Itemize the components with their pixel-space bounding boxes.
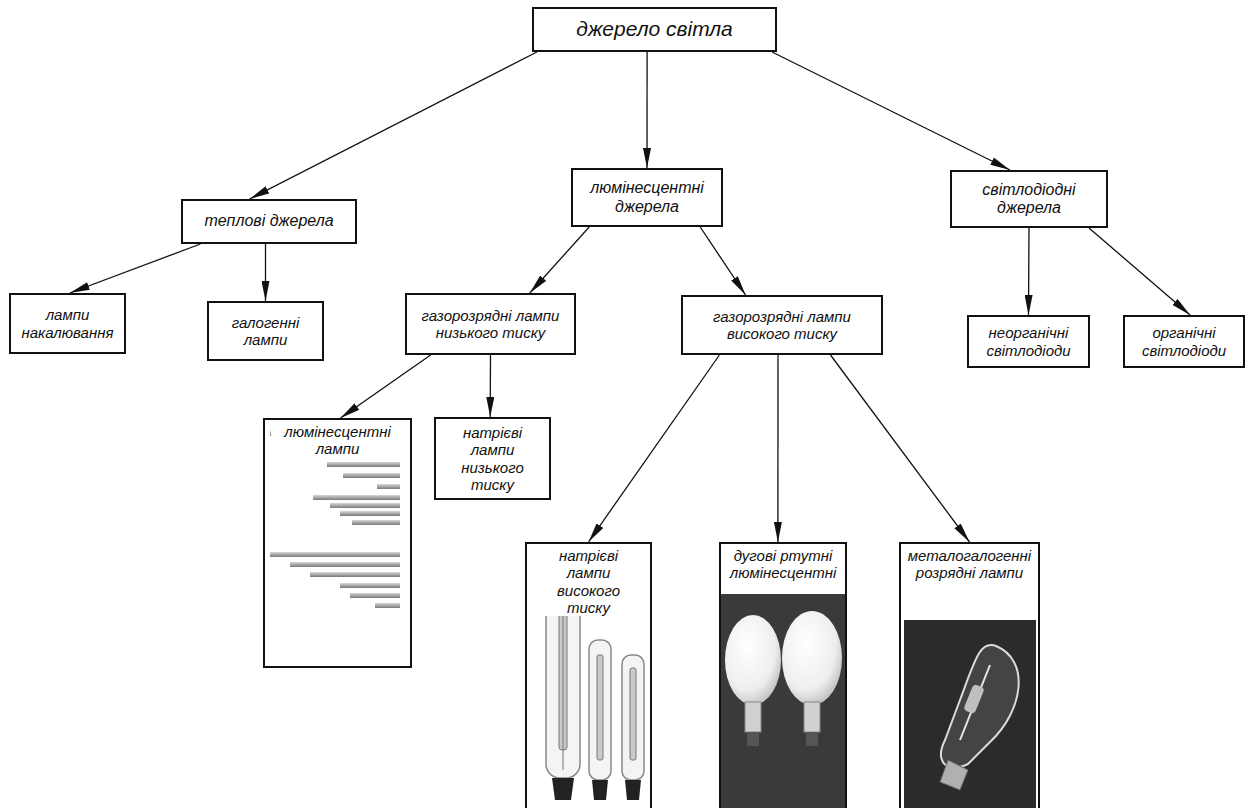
node-label: натрієві лампи високого тиску <box>533 547 644 616</box>
lamp-shape <box>313 495 400 500</box>
lamp-shape <box>597 655 603 760</box>
picture-box: металогалогенні розрядні лампи <box>899 542 1040 808</box>
lamp-shape <box>963 684 985 714</box>
lamp-shape <box>270 552 400 557</box>
category-box: лампи накалювання <box>9 293 126 354</box>
lamp-shape <box>630 668 636 760</box>
node-label: галогенні лампи <box>215 314 316 349</box>
arrow-connector <box>490 355 492 417</box>
arrow-connector <box>646 52 647 168</box>
lamp-shape <box>806 732 818 746</box>
lamp-shape <box>960 665 990 740</box>
lamp-shape <box>377 484 400 489</box>
category-box: теплові джерела <box>181 199 357 244</box>
node-label: неорганічні світлодіоди <box>975 324 1082 359</box>
node-label: лампи накалювання <box>17 306 118 341</box>
picture-box: натрієві лампи високого тиску <box>525 542 652 808</box>
lamp-shape <box>622 655 644 780</box>
lamp-shape <box>552 778 574 800</box>
node-label: газорозрядні лампи високого тиску <box>689 308 875 343</box>
picture-box: люмінесцентні лампи <box>263 418 412 668</box>
lamp-shape <box>327 462 400 467</box>
lamp-shape <box>340 511 400 516</box>
category-box: натрієві лампи низького тиску <box>434 417 551 500</box>
node-label: теплові джерела <box>204 212 333 230</box>
arrow-connector <box>777 355 778 542</box>
lamp-shape <box>804 702 820 732</box>
metal-halide-lamp-photo <box>904 620 1036 808</box>
node-label: джерело світла <box>576 17 732 41</box>
arrow-connector <box>70 244 201 293</box>
lamp-shape <box>592 780 608 800</box>
node-label: органічні світлодіоди <box>1131 324 1237 359</box>
category-box: газорозрядні лампи високого тиску <box>681 295 883 355</box>
lamp-shape <box>904 620 1036 808</box>
arrow-connector <box>341 355 431 418</box>
category-box: світлодіодні джерела <box>950 170 1108 228</box>
lamp-shape <box>721 594 845 808</box>
arrow-connector <box>265 244 266 301</box>
lamp-shape <box>352 520 400 525</box>
category-box: галогенні лампи <box>207 301 324 361</box>
node-label: люмінесцентні джерела <box>579 179 715 216</box>
lamp-shape <box>290 562 400 567</box>
arrow-connector <box>772 52 1010 170</box>
node-label: люмінесцентні лампи <box>271 423 404 458</box>
arrow-connector <box>700 227 745 295</box>
lamp-shape <box>350 593 400 598</box>
node-label: натрієві лампи низького тиску <box>442 424 543 493</box>
lamp-shape <box>563 595 564 770</box>
lamp-shape <box>330 503 400 508</box>
fluorescent-tubes <box>270 431 400 608</box>
arrow-connector <box>1028 228 1030 315</box>
node-label: металогалогенні розрядні лампи <box>906 547 1033 582</box>
arrow-connector <box>831 355 970 542</box>
category-box: газорозрядні лампи низького тиску <box>405 293 576 355</box>
lamp-shape <box>747 732 759 746</box>
lamp-shape <box>940 760 968 790</box>
category-box: люмінесцентні джерела <box>571 168 723 227</box>
arrow-connector <box>589 355 720 542</box>
lamp-shape <box>546 588 580 778</box>
lamp-shape <box>375 603 400 608</box>
category-box: неорганічні світлодіоди <box>967 315 1090 368</box>
lamp-shape <box>343 473 400 478</box>
lamp-shape <box>782 611 842 705</box>
lamp-shape <box>745 702 761 732</box>
category-box: джерело світла <box>532 7 777 52</box>
mercury-lamp-photo <box>721 594 845 808</box>
node-label: світлодіодні джерела <box>958 181 1100 218</box>
lamp-shape <box>589 640 611 780</box>
lamp-shape <box>941 645 1019 768</box>
arrow-connector <box>1089 228 1190 315</box>
lamp-shape <box>625 780 641 800</box>
lamp-shape <box>725 615 781 705</box>
sodium-lamp-photos <box>546 588 644 800</box>
picture-box: дугові ртутні люмінесцентні <box>719 542 847 808</box>
arrow-connector <box>530 227 589 293</box>
node-label: дугові ртутні люмінесцентні <box>727 547 839 582</box>
lamp-shape <box>310 572 400 577</box>
category-box: органічні світлодіоди <box>1123 315 1245 368</box>
node-label: газорозрядні лампи низького тиску <box>413 307 568 342</box>
lamp-shape <box>340 583 400 588</box>
arrow-connector <box>250 52 537 199</box>
